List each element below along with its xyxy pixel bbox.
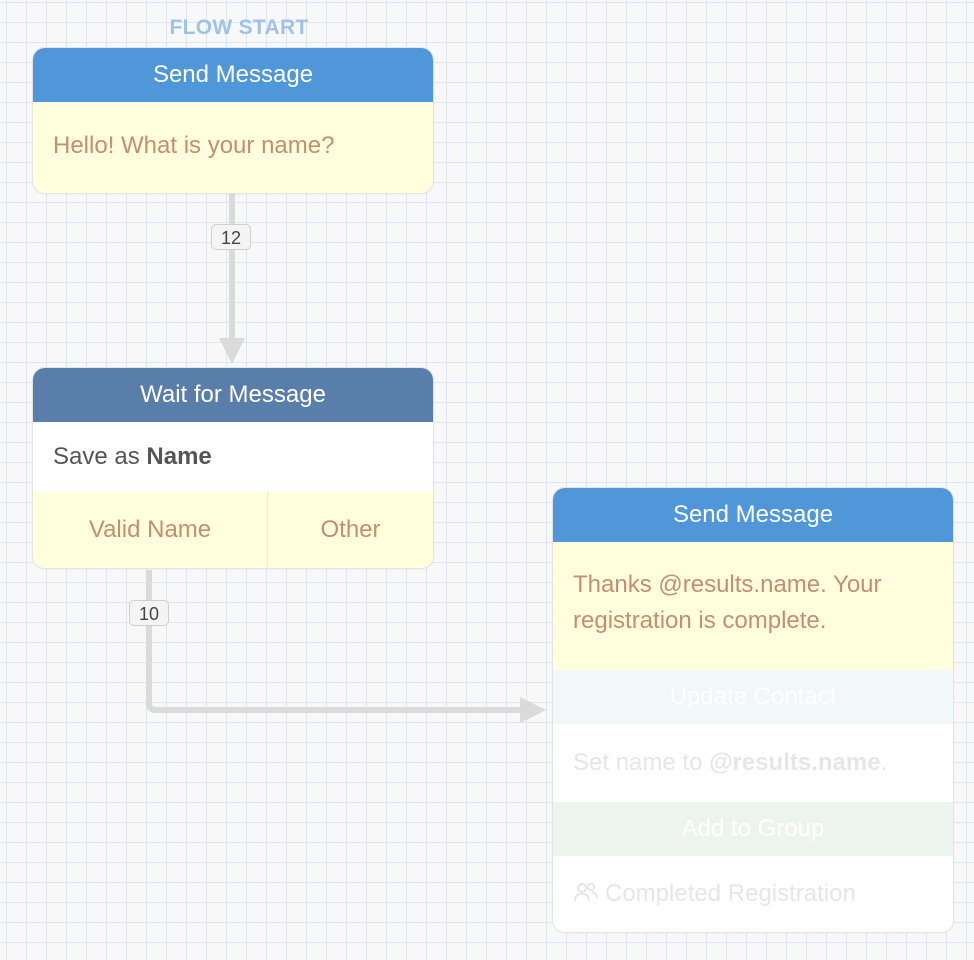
exit-other[interactable]: Other (267, 492, 433, 568)
node-header[interactable]: Wait for Message (33, 368, 433, 422)
message-text[interactable]: Thanks @results.name. Your registration … (553, 542, 953, 670)
exit-valid-name[interactable]: Valid Name (88, 516, 212, 543)
node-header[interactable]: Send Message (33, 48, 433, 102)
save-as-prefix: Save as (53, 443, 140, 470)
exits-row: Valid Name Other (33, 492, 433, 568)
update-suffix: . (880, 749, 888, 776)
save-as-row[interactable]: Save as Name (33, 422, 433, 492)
wait-for-message-node[interactable]: Wait for Message Save as Name Valid Name… (33, 368, 433, 568)
arrowhead-right (520, 697, 546, 723)
update-prefix: Set name to (573, 749, 703, 776)
send-message-node-thanks[interactable]: Send Message Thanks @results.name. Your … (553, 488, 953, 932)
add-to-group-body[interactable]: Completed Registration (553, 856, 953, 932)
save-as-name: Name (146, 443, 212, 470)
add-to-group-header[interactable]: Add to Group (553, 802, 953, 856)
wire-valid-name-to-thanks (146, 570, 524, 713)
update-contact-header[interactable]: Update Contact (553, 670, 953, 724)
update-value: @results.name (709, 749, 881, 776)
group-icon (574, 882, 598, 902)
group-name: Completed Registration (605, 880, 856, 907)
arrowhead-down (219, 338, 245, 364)
wire-count-badge: 10 (129, 600, 169, 626)
send-message-node-start[interactable]: Send Message Hello! What is your name? (33, 48, 433, 193)
node-header[interactable]: Send Message (553, 488, 953, 542)
update-contact-body[interactable]: Set name to @results.name. (553, 724, 953, 802)
wire-count-badge: 12 (211, 224, 251, 250)
flow-start-label: FLOW START (169, 16, 309, 39)
message-text[interactable]: Hello! What is your name? (33, 102, 433, 193)
